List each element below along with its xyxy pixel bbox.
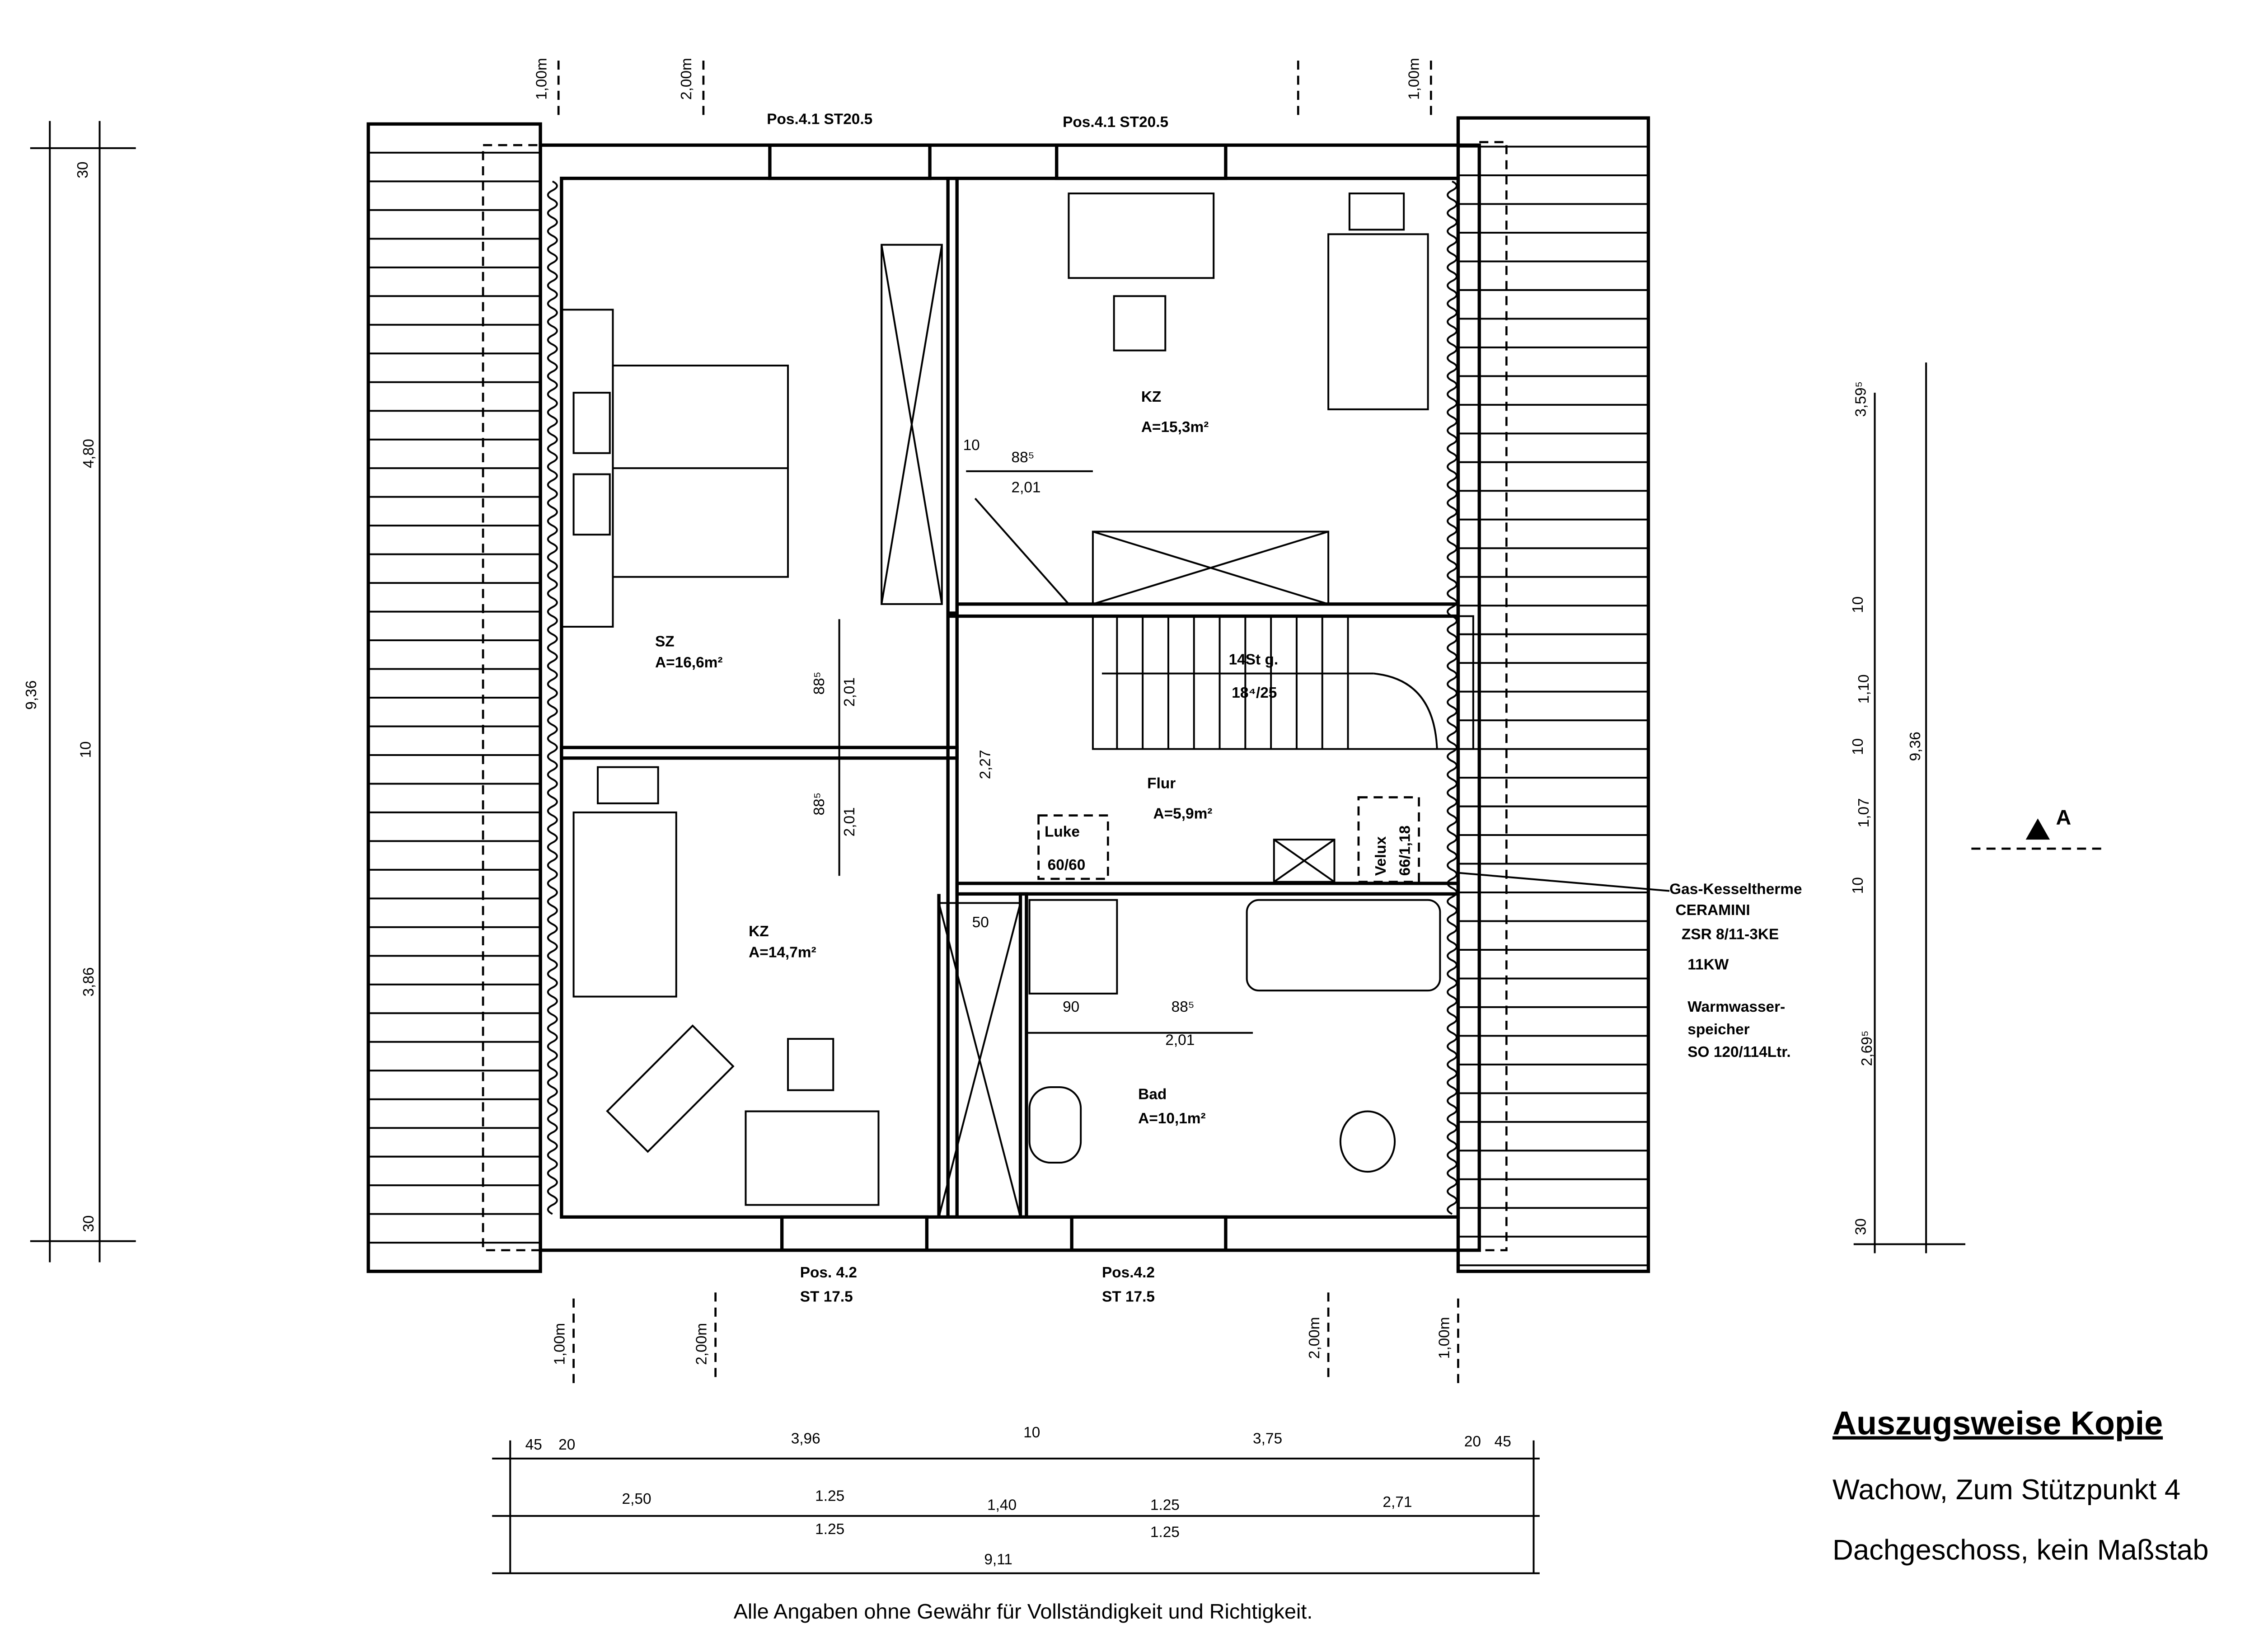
room-area-bad: A=10,1m²: [1138, 1110, 1205, 1127]
hatch-label: Luke: [1045, 823, 1080, 840]
room-area-flur: A=5,9m²: [1153, 805, 1213, 822]
heating-lines-2: ZSR 8/11-3KE: [1682, 926, 1779, 943]
dims-left-5: 9,36: [23, 681, 40, 710]
dims-doors-4: 50: [972, 914, 989, 931]
dims-bottom_row1-0: 45: [525, 1436, 542, 1453]
room-area-sz: A=16,6m²: [655, 654, 722, 671]
dims-doors-0: 88⁵: [811, 793, 828, 816]
dims-bottom_row2-4: 2,71: [1383, 1494, 1412, 1511]
heating-annotation: Gas-Kesseltherme CERAMINI ZSR 8/11-3KE 1…: [1458, 872, 1802, 1061]
section_marker: A: [2056, 806, 2071, 829]
room-area-kz-bottom: A=14,7m²: [749, 944, 816, 961]
dims-right-6: 2,69⁵: [1859, 1030, 1875, 1066]
furniture: [560, 192, 1474, 1218]
dims-left-0: 30: [75, 162, 91, 178]
height-marks: 1,00m 2,00m 1,00m 1,00m 2,00m 2,00m 1,00…: [533, 58, 1459, 1383]
dims-bottom_row1-6: 45: [1495, 1433, 1511, 1450]
dims-doors-0: 88⁵: [1011, 449, 1034, 466]
dimension-right: 3,59⁵ 10 1,10 10 1,07 10 2,69⁵ 30 9,36: [1850, 362, 1966, 1253]
dims-right-4: 1,07: [1856, 798, 1872, 827]
room-name-sz: SZ: [655, 633, 675, 650]
heating-storage-2: SO 120/114Ltr.: [1687, 1044, 1790, 1061]
lintel-bottom-left-pos: Pos. 4.2: [800, 1264, 857, 1281]
title-heading: Auszugsweise Kopie: [1833, 1404, 2163, 1441]
room-name-flur: Flur: [1147, 775, 1176, 792]
title-address: Wachow, Zum Stützpunkt 4: [1833, 1474, 2180, 1506]
dims-bottom_row2-3: 1.25: [1150, 1497, 1180, 1513]
dims-bottom_row2-0: 2,50: [622, 1491, 651, 1507]
dims-right-2: 1,10: [1856, 674, 1872, 704]
heating-lines-0: Gas-Kesseltherme: [1669, 881, 1802, 897]
insulation: [547, 180, 1458, 1215]
dims-bottom_row2-2: 1,40: [987, 1497, 1017, 1513]
dims-bottom_row1-3: 10: [1023, 1424, 1040, 1441]
room-name-kz-bottom: KZ: [749, 923, 769, 940]
dims-doors-3: 2,27: [977, 750, 994, 779]
dims-doors-1: 2,01: [841, 677, 858, 707]
height_marks-two: 2,00m: [678, 58, 695, 100]
dims-bottom_total: 9,11: [984, 1551, 1012, 1568]
dims-bottom_row2b-1: 1.25: [1150, 1524, 1180, 1541]
heating-lines-1: CERAMINI: [1676, 902, 1750, 919]
dims-left-2: 10: [77, 741, 94, 758]
insulation-wave: [547, 180, 558, 1215]
dims-doors-2: 10: [963, 437, 980, 454]
height_marks-one: 1,00m: [552, 1323, 568, 1365]
room-name-kz-top: KZ: [1141, 389, 1162, 405]
room-name-bad: Bad: [1138, 1086, 1167, 1103]
height_marks-one: 1,00m: [533, 58, 550, 100]
insulation-wave: [1447, 180, 1458, 1215]
title-floor: Dachgeschoss, kein Maßstab: [1833, 1535, 2209, 1566]
room-labels: SZ A=16,6m² KZ A=15,3m² Flur A=5,9m² KZ …: [655, 111, 1414, 1305]
dims-right-7: 30: [1853, 1218, 1870, 1235]
dims-right-8: 9,36: [1907, 732, 1924, 761]
dims-right-5: 10: [1850, 877, 1866, 894]
dims-bottom_row1-2: 3,96: [791, 1430, 820, 1447]
lintel-top-left: Pos.4.1 ST20.5: [767, 111, 872, 127]
dims-doors-1: 2,01: [1165, 1032, 1195, 1048]
dimension-doors: 88⁵ 2,01 10 2,27 50 90 88⁵ 2,01 88⁵ 2,01…: [811, 437, 1253, 1048]
dims-doors-1: 2,01: [1011, 479, 1040, 496]
heating-storage-0: Warmwasser-: [1687, 999, 1785, 1015]
roof-tiles: [366, 116, 1650, 1273]
dims-left-4: 30: [80, 1216, 97, 1232]
lintel-bottom-right-st: ST 17.5: [1102, 1288, 1155, 1305]
lintel-top-right: Pos.4.1 ST20.5: [1063, 114, 1168, 131]
height_marks-two: 2,00m: [694, 1323, 710, 1365]
height_marks-one: 1,00m: [1436, 1317, 1453, 1359]
velux-label: Velux: [1373, 836, 1389, 876]
dims-doors-0: 88⁵: [1172, 999, 1195, 1015]
heating-lines-3: 11KW: [1687, 956, 1729, 973]
dims-doors-0: 88⁵: [811, 671, 828, 695]
dims-doors-5: 90: [1063, 999, 1079, 1015]
room-area-kz-top: A=15,3m²: [1141, 419, 1209, 436]
dims-doors-1: 2,01: [841, 807, 858, 836]
walls: [482, 141, 1508, 1252]
stair-rise: 18⁴/25: [1232, 685, 1277, 701]
dims-bottom_row1-5: 20: [1464, 1433, 1481, 1450]
height_marks-one: 1,00m: [1406, 58, 1423, 100]
dims-bottom_row1-4: 3,75: [1253, 1430, 1282, 1447]
dimension-bottom: 45 20 3,96 10 3,75 20 45 2,50 1.25 1,40 …: [492, 1424, 1540, 1574]
dims-left-1: 4,80: [80, 439, 97, 468]
section-marker: A: [1971, 806, 2108, 850]
dims-right-1: 10: [1850, 596, 1866, 613]
dims-right-3: 10: [1850, 738, 1866, 755]
dims-left-3: 3,86: [80, 967, 97, 997]
hatch-size: 60/60: [1048, 857, 1086, 873]
title-block: Auszugsweise Kopie Wachow, Zum Stützpunk…: [734, 1404, 2209, 1623]
dims-bottom_row1-1: 20: [558, 1436, 575, 1453]
lintel-bottom-left-st: ST 17.5: [800, 1288, 853, 1305]
heating-storage-1: speicher: [1687, 1021, 1749, 1038]
velux-size: 66/1,18: [1397, 826, 1414, 876]
lintel-bottom-right-pos: Pos.4.2: [1102, 1264, 1155, 1281]
height_marks-two: 2,00m: [1306, 1317, 1323, 1359]
disclaimer: Alle Angaben ohne Gewähr für Vollständig…: [734, 1600, 1313, 1623]
dims-right-0: 3,59⁵: [1853, 381, 1870, 417]
dims-bottom_row2b-0: 1.25: [815, 1521, 844, 1538]
dimension-left: 30 4,80 10 3,86 30 9,36: [23, 121, 136, 1262]
stair-steps: 14St g.: [1229, 652, 1279, 668]
dims-bottom_row2-1: 1.25: [815, 1488, 844, 1504]
